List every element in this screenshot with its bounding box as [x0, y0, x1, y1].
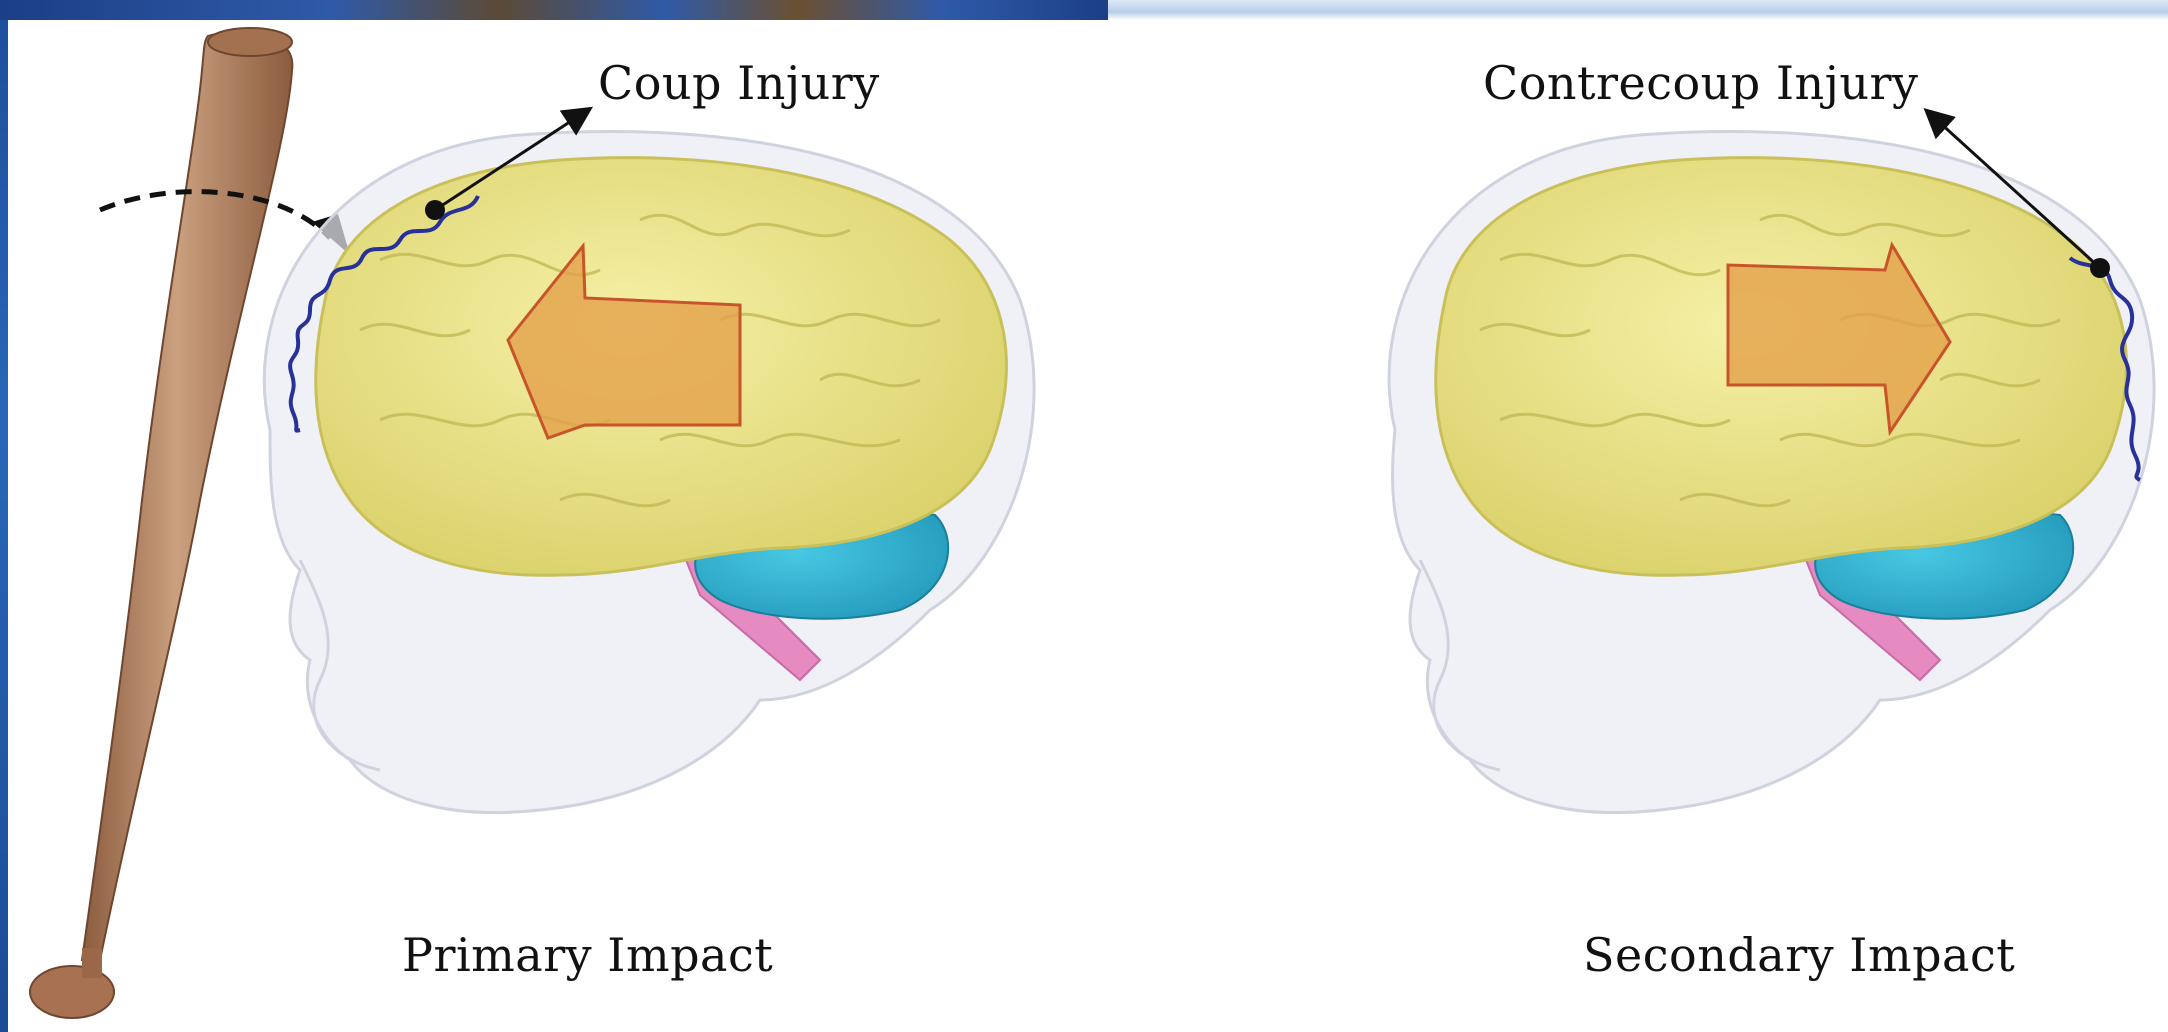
baseball-bat-icon [30, 28, 292, 1018]
contrecoup-injury-label: Contrecoup Injury [1483, 56, 1919, 110]
coup-injury-label: Coup Injury [598, 56, 880, 110]
left-head [264, 110, 1034, 813]
secondary-impact-label: Secondary Impact [1583, 928, 2015, 982]
right-head [1389, 112, 2154, 813]
primary-impact-label: Primary Impact [402, 928, 773, 982]
